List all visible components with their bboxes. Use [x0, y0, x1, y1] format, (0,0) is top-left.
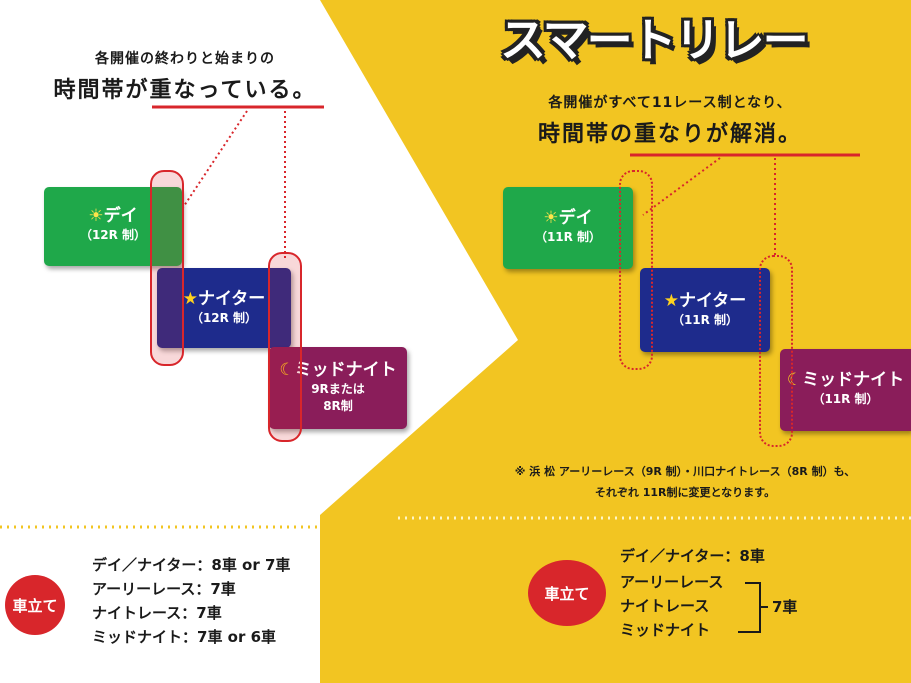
- moon-icon: ☾: [786, 370, 803, 390]
- right-day-label: デイ: [558, 208, 593, 228]
- left-day-label: デイ: [103, 206, 138, 226]
- right-title: 時間帯の重なりが解消。: [537, 122, 802, 147]
- star-icon: ★: [663, 291, 679, 311]
- left-title: 時間帯が重なっている。: [53, 78, 317, 103]
- legend-line: ミッドナイト：7車 or 6車: [92, 628, 277, 646]
- right-nighter-box: ★ナイター （11R 制）: [640, 268, 770, 352]
- legend-line: アーリーレース: [620, 573, 724, 591]
- right-car-badge: 車立て: [528, 560, 606, 626]
- star-icon: ★: [182, 289, 198, 309]
- right-midnight-label: ミッドナイト: [802, 370, 905, 390]
- left-connector-1: [177, 110, 248, 216]
- left-midnight-sub-2: 8R制: [323, 399, 353, 413]
- right-nighter-label: ナイター: [678, 291, 747, 311]
- right-day-box: ☀デイ （11R 制）: [503, 187, 633, 269]
- left-midnight-sub-1: 9Rまたは: [311, 382, 365, 396]
- left-nighter-label: ナイター: [197, 289, 266, 309]
- right-legend-group-value: 7車: [772, 598, 798, 616]
- right-legend-top: デイ／ナイター：8車: [620, 547, 765, 565]
- left-overlap-highlight-2: [268, 252, 302, 442]
- smart-relay-logo: スマートリレー: [500, 13, 809, 67]
- left-midnight-box: ☾ミッドナイト 9Rまたは 8R制: [269, 347, 407, 429]
- right-nighter-sub: （11R 制）: [671, 313, 739, 327]
- sun-icon: ☀: [88, 206, 104, 226]
- legend-line: ナイトレース：7車: [92, 604, 222, 622]
- right-midnight-box: ☾ミッドナイト （11R 制）: [780, 349, 911, 431]
- moon-icon: ☾: [279, 360, 295, 380]
- yellow-panel: [320, 0, 911, 683]
- left-day-box: ☀デイ （12R 制）: [44, 187, 182, 266]
- left-nighter-sub: （12R 制）: [190, 311, 258, 325]
- left-overlap-highlight-1: [150, 170, 184, 366]
- left-subtitle: 各開催の終わりと始まりの: [95, 51, 275, 67]
- right-gap-highlight-1: [619, 170, 653, 370]
- left-car-legend: デイ／ナイター：8車 or 7車 アーリーレース：7車 ナイトレース：7車 ミッ…: [92, 553, 290, 649]
- legend-line: ナイトレース: [620, 597, 710, 615]
- right-connector-1: [642, 157, 721, 216]
- right-note-line-1: ※ 浜 松 アーリーレース（9R 制）・川口ナイトレース（8R 制）も、: [514, 465, 856, 478]
- right-midnight-sub: （11R 制）: [812, 392, 879, 406]
- right-gap-highlight-2: [759, 255, 793, 447]
- legend-line: アーリーレース：7車: [92, 580, 236, 598]
- right-subtitle: 各開催がすべて11レース制となり、: [548, 95, 792, 111]
- legend-line: デイ／ナイター：8車 or 7車: [92, 556, 291, 574]
- left-midnight-label: ミッドナイト: [294, 360, 397, 380]
- right-note-line-2: それぞれ 11R制に変更となります。: [594, 486, 776, 499]
- right-legend-group: アーリーレース ナイトレース ミッドナイト: [620, 570, 723, 642]
- left-day-sub: （12R 制）: [79, 228, 147, 242]
- right-day-sub: （11R 制）: [534, 230, 602, 244]
- sun-icon: ☀: [543, 208, 559, 228]
- legend-line: ミッドナイト: [620, 621, 711, 639]
- left-car-badge: 車立て: [5, 575, 65, 635]
